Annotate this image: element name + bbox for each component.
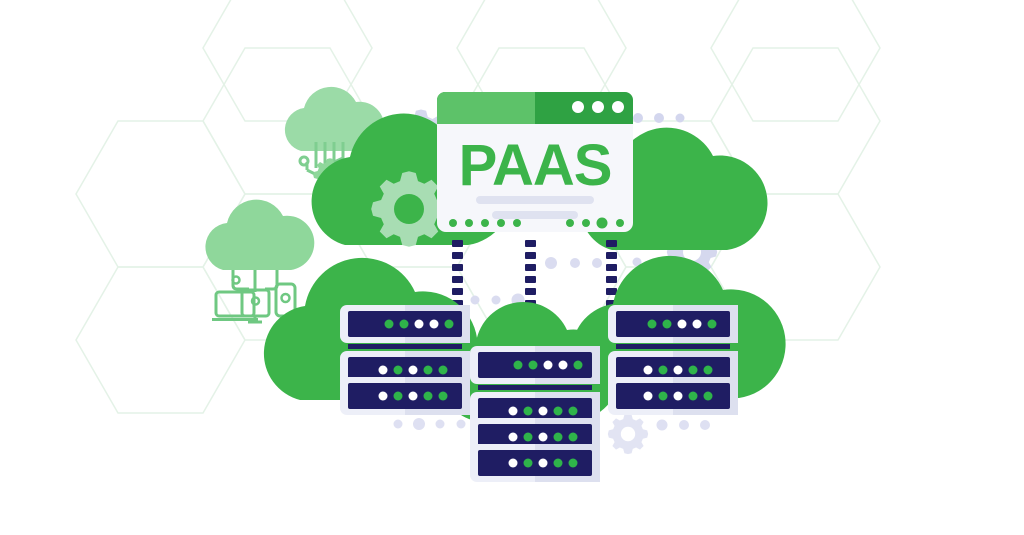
dots-top-right <box>633 113 685 123</box>
dashed-connector-icon-right <box>606 240 617 307</box>
gear-icon-in-cloud <box>371 171 447 247</box>
page-title: PAAS <box>459 133 612 198</box>
window-control-dots[interactable] <box>572 101 624 113</box>
server-rack-icon[interactable] <box>608 377 738 415</box>
dots-bottom-right <box>656 419 710 431</box>
dots-bottom-left <box>393 418 466 430</box>
right-server-stack[interactable] <box>608 305 738 415</box>
server-rack-icon[interactable] <box>340 377 470 415</box>
content-line-1 <box>476 196 594 204</box>
center-server-stack[interactable] <box>470 346 600 482</box>
window-footer-dots-right <box>566 217 624 229</box>
server-rack-icon[interactable] <box>608 305 738 349</box>
browser-window-icon[interactable]: PAAS <box>437 92 633 232</box>
left-server-stack[interactable] <box>340 305 470 415</box>
content-line-2 <box>492 211 578 219</box>
server-rack-icon[interactable] <box>340 305 470 349</box>
dots-center-right <box>545 257 602 269</box>
server-rack-icon[interactable] <box>470 346 600 390</box>
server-rack-icon[interactable] <box>470 444 600 482</box>
window-footer-dots-left <box>449 219 521 227</box>
